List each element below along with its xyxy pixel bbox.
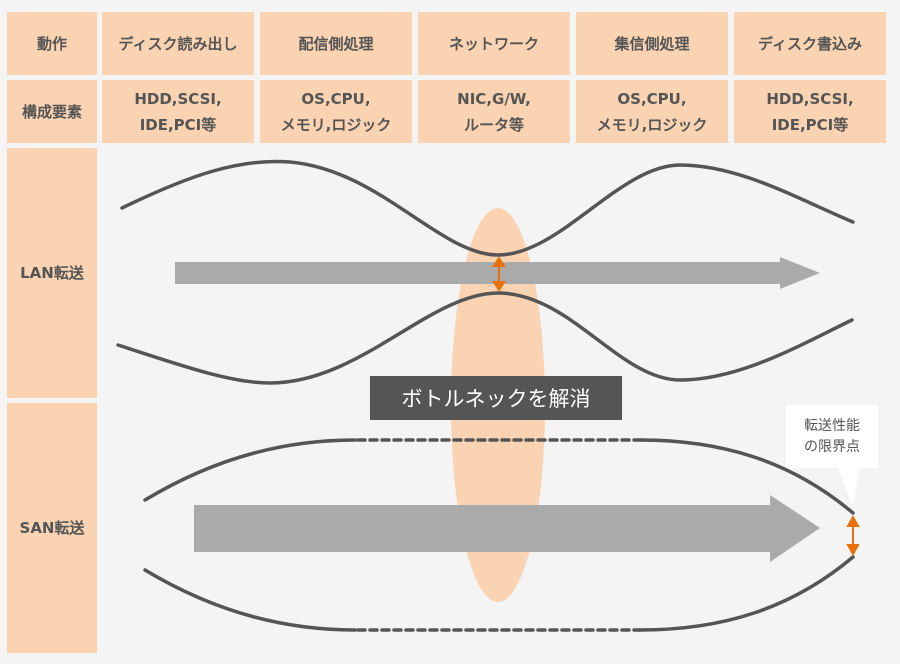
components-network: NIC,G/W, ルータ等: [418, 80, 570, 143]
header-row-label: 動作: [7, 12, 97, 75]
row-label-san: SAN転送: [7, 403, 97, 653]
lan-upper-curve: [120, 159, 855, 257]
header-receive-processing: 集信側処理: [576, 12, 728, 75]
components-send: OS,CPU, メモリ,ロジック: [260, 80, 412, 143]
san-lower-curve-right: [638, 555, 855, 632]
row-label-lan: LAN転送: [7, 148, 97, 398]
header-disk-write: ディスク書込み: [734, 12, 886, 75]
components-disk-read: HDD,SCSI, IDE,PCI等: [102, 80, 254, 143]
san-lower-curve-left: [143, 568, 357, 632]
bottleneck-resolved-label: ボトルネックを解消: [370, 376, 622, 420]
components-disk-write: HDD,SCSI, IDE,PCI等: [734, 80, 886, 143]
header-send-processing: 配信側処理: [260, 12, 412, 75]
lan-transfer-arrow: [175, 257, 820, 289]
callout-tail: [838, 467, 860, 505]
san-upper-curve-right: [638, 438, 855, 515]
san-limit-arrowheads: [846, 514, 860, 557]
components-row-label: 構成要素: [7, 80, 97, 143]
lan-gap-arrowheads: [492, 256, 506, 292]
header-network: ネットワーク: [418, 12, 570, 75]
components-receive: OS,CPU, メモリ,ロジック: [576, 80, 728, 143]
header-disk-read: ディスク読み出し: [102, 12, 254, 75]
san-transfer-arrow: [194, 495, 820, 562]
san-upper-curve-left: [143, 438, 357, 502]
transfer-limit-callout: 転送性能 の限界点: [786, 405, 878, 468]
lan-lower-curve: [116, 291, 854, 385]
